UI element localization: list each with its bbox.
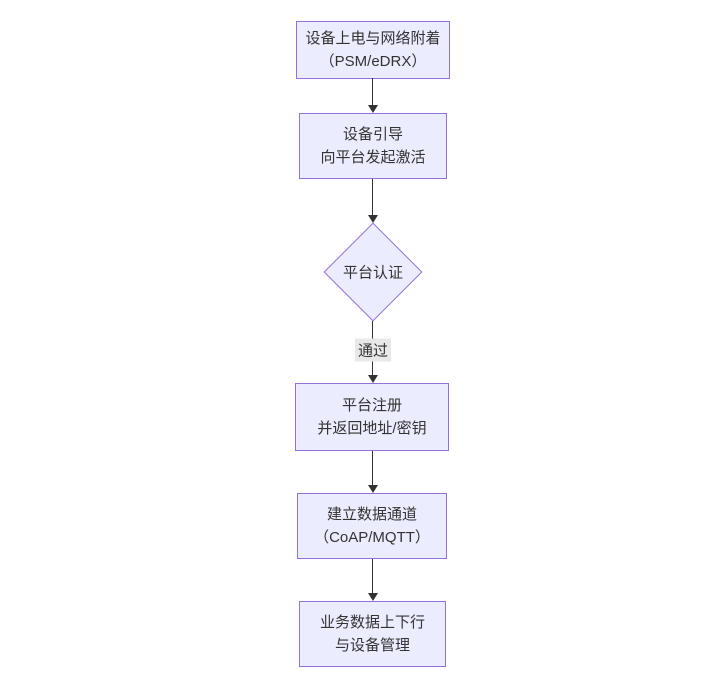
arrowhead-icon: [368, 485, 378, 493]
node-power-attach-line2: （PSM/eDRX）: [319, 53, 427, 70]
decision-platform-auth-label: 平台认证: [342, 264, 404, 282]
node-register-line2: 并返回地址/密钥: [317, 420, 427, 437]
arrowhead-icon: [368, 105, 378, 113]
arrowhead-icon: [368, 593, 378, 601]
node-data-channel-line1: 建立数据通道: [326, 506, 417, 523]
edge-bootstrap-to-auth: [372, 179, 373, 216]
edge-channel-to-business: [372, 559, 373, 594]
arrowhead-icon: [368, 215, 378, 223]
edge-label-pass: 通过: [354, 338, 392, 362]
edge-power-to-bootstrap: [372, 78, 373, 106]
node-business: 业务数据上下行 与设备管理: [299, 601, 446, 667]
node-bootstrap: 设备引导 向平台发起激活: [299, 113, 447, 179]
node-business-line1: 业务数据上下行: [319, 614, 425, 631]
node-bootstrap-line2: 向平台发起激活: [320, 149, 426, 166]
node-data-channel-line2: （CoAP/MQTT）: [314, 529, 430, 546]
node-register-line1: 平台注册: [341, 397, 402, 414]
node-register: 平台注册 并返回地址/密钥: [295, 383, 449, 451]
arrowhead-icon: [368, 375, 378, 383]
node-business-line2: 与设备管理: [334, 637, 410, 654]
node-data-channel: 建立数据通道 （CoAP/MQTT）: [297, 493, 447, 559]
node-bootstrap-line1: 设备引导: [342, 126, 403, 143]
edge-register-to-channel: [372, 451, 373, 486]
node-power-attach-line1: 设备上电与网络附着: [305, 30, 441, 47]
node-power-attach: 设备上电与网络附着 （PSM/eDRX）: [296, 21, 450, 79]
